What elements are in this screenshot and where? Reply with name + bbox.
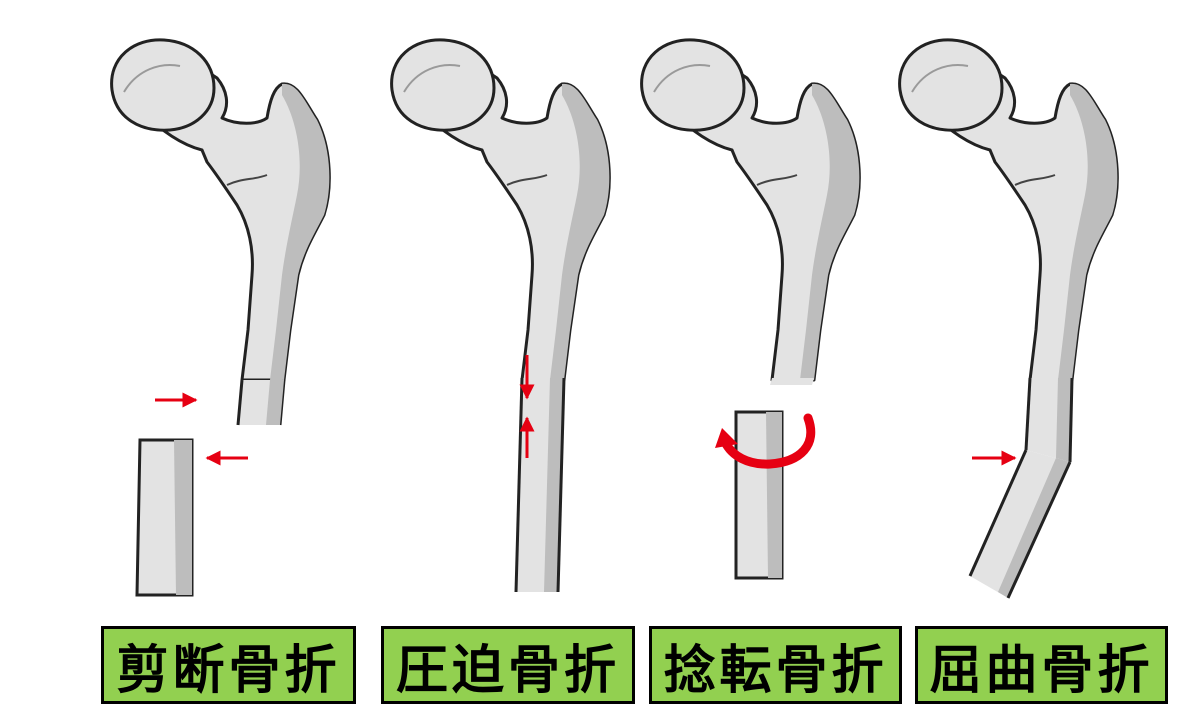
panel-bending bbox=[898, 38, 1119, 599]
femur-illustration bbox=[110, 38, 331, 597]
panel-shear bbox=[110, 38, 331, 597]
panel-compression bbox=[390, 38, 611, 593]
femur-illustration bbox=[898, 38, 1119, 599]
panel-torsion bbox=[640, 38, 861, 580]
label-bending-fracture: 屈曲骨折 bbox=[915, 626, 1168, 704]
rotation-arrowhead bbox=[715, 428, 738, 448]
label-shear-fracture: 剪断骨折 bbox=[101, 626, 356, 704]
femur-illustration bbox=[390, 38, 611, 593]
label-compression-fracture: 圧迫骨折 bbox=[381, 626, 635, 704]
label-torsion-fracture: 捻転骨折 bbox=[649, 626, 902, 704]
rotation-arrow bbox=[720, 413, 816, 469]
femur-illustration bbox=[640, 38, 861, 580]
